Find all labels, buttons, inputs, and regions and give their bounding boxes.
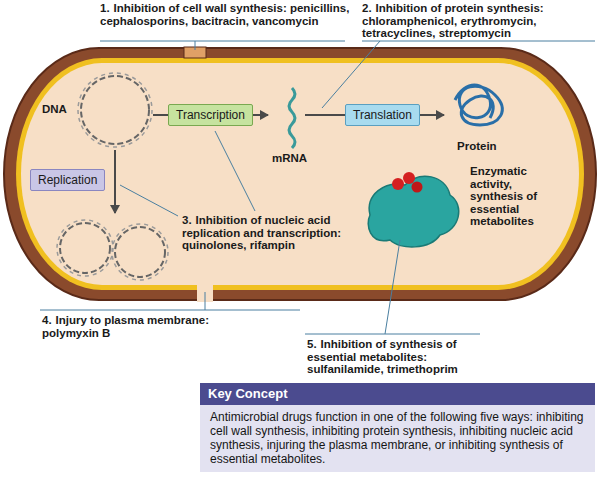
concept-heading: Key Concept	[200, 383, 595, 405]
part-label: mRNA	[272, 152, 307, 165]
dna-copy	[115, 227, 165, 277]
process-label: Replication	[30, 169, 105, 191]
callout-number: 1.	[100, 2, 110, 14]
callout-number: 3.	[182, 214, 192, 226]
callout-rule	[100, 41, 345, 42]
leader-line	[195, 41, 196, 50]
callout-number: 4.	[42, 314, 52, 326]
dna-strand	[81, 76, 149, 144]
callout-rule	[40, 310, 300, 311]
part-label-text: mRNA	[272, 152, 307, 164]
callout-number: 5.	[307, 338, 317, 350]
enzyme-substrate	[403, 172, 415, 184]
callout: 4.Injury to plasma membrane: polymyxin B	[42, 314, 242, 339]
callout: 5.Inhibition of synthesis of essential m…	[307, 338, 479, 376]
callout-text: Inhibition of cell wall synthesis: penic…	[100, 2, 349, 27]
cell-wall	[4, 48, 596, 300]
process-label: Translation	[345, 104, 420, 126]
leader-line	[322, 41, 380, 108]
callout: 3.Inhibition of nucleic acid replication…	[182, 214, 347, 252]
part-label-text: Enzymatic activity, synthesis of essenti…	[470, 165, 537, 227]
callout: 2.Inhibition of protein synthesis: chlor…	[362, 2, 596, 40]
plasma-membrane	[16, 58, 584, 290]
callout-text: Inhibition of protein synthesis: chloram…	[362, 2, 544, 39]
dna-strand	[78, 73, 152, 147]
process-text: Transcription	[176, 108, 245, 122]
dna-copy	[60, 223, 110, 273]
enzyme-blob	[368, 176, 459, 247]
process-text: Translation	[353, 108, 412, 122]
cytoplasm	[21, 63, 579, 285]
callout-text: Inhibition of synthesis of essential met…	[307, 338, 458, 375]
part-label: Enzymatic activity, synthesis of essenti…	[470, 165, 562, 228]
process-text: Replication	[38, 173, 97, 187]
part-label-text: DNA	[42, 103, 67, 115]
mrna-strand	[289, 88, 295, 148]
process-label: Transcription	[168, 104, 253, 126]
callout-text: Inhibition of nucleic acid replication a…	[182, 214, 341, 251]
leader-line	[120, 185, 178, 216]
part-label-text: Protein	[457, 140, 497, 152]
callout-number: 2.	[362, 2, 372, 14]
enzyme-substrate	[412, 182, 423, 193]
key-concept-box: Key ConceptAntimicrobial drugs function …	[200, 383, 595, 472]
leader-line	[215, 131, 255, 211]
callout: 1.Inhibition of cell wall synthesis: pen…	[100, 2, 350, 27]
dna-copy	[57, 220, 113, 276]
leader-line	[205, 292, 206, 310]
leader-line	[385, 240, 400, 334]
protein-coil	[455, 85, 502, 125]
callout-rule	[305, 334, 480, 335]
concept-body: Antimicrobial drugs function in one of t…	[200, 405, 595, 472]
callout-rule	[362, 41, 595, 42]
enzyme-substrate	[392, 178, 404, 190]
replication-arrow	[114, 150, 116, 213]
dna-copy	[112, 224, 168, 280]
callout-text: Injury to plasma membrane: polymyxin B	[42, 314, 209, 339]
part-label: Protein	[457, 140, 497, 153]
part-label: DNA	[42, 103, 67, 116]
